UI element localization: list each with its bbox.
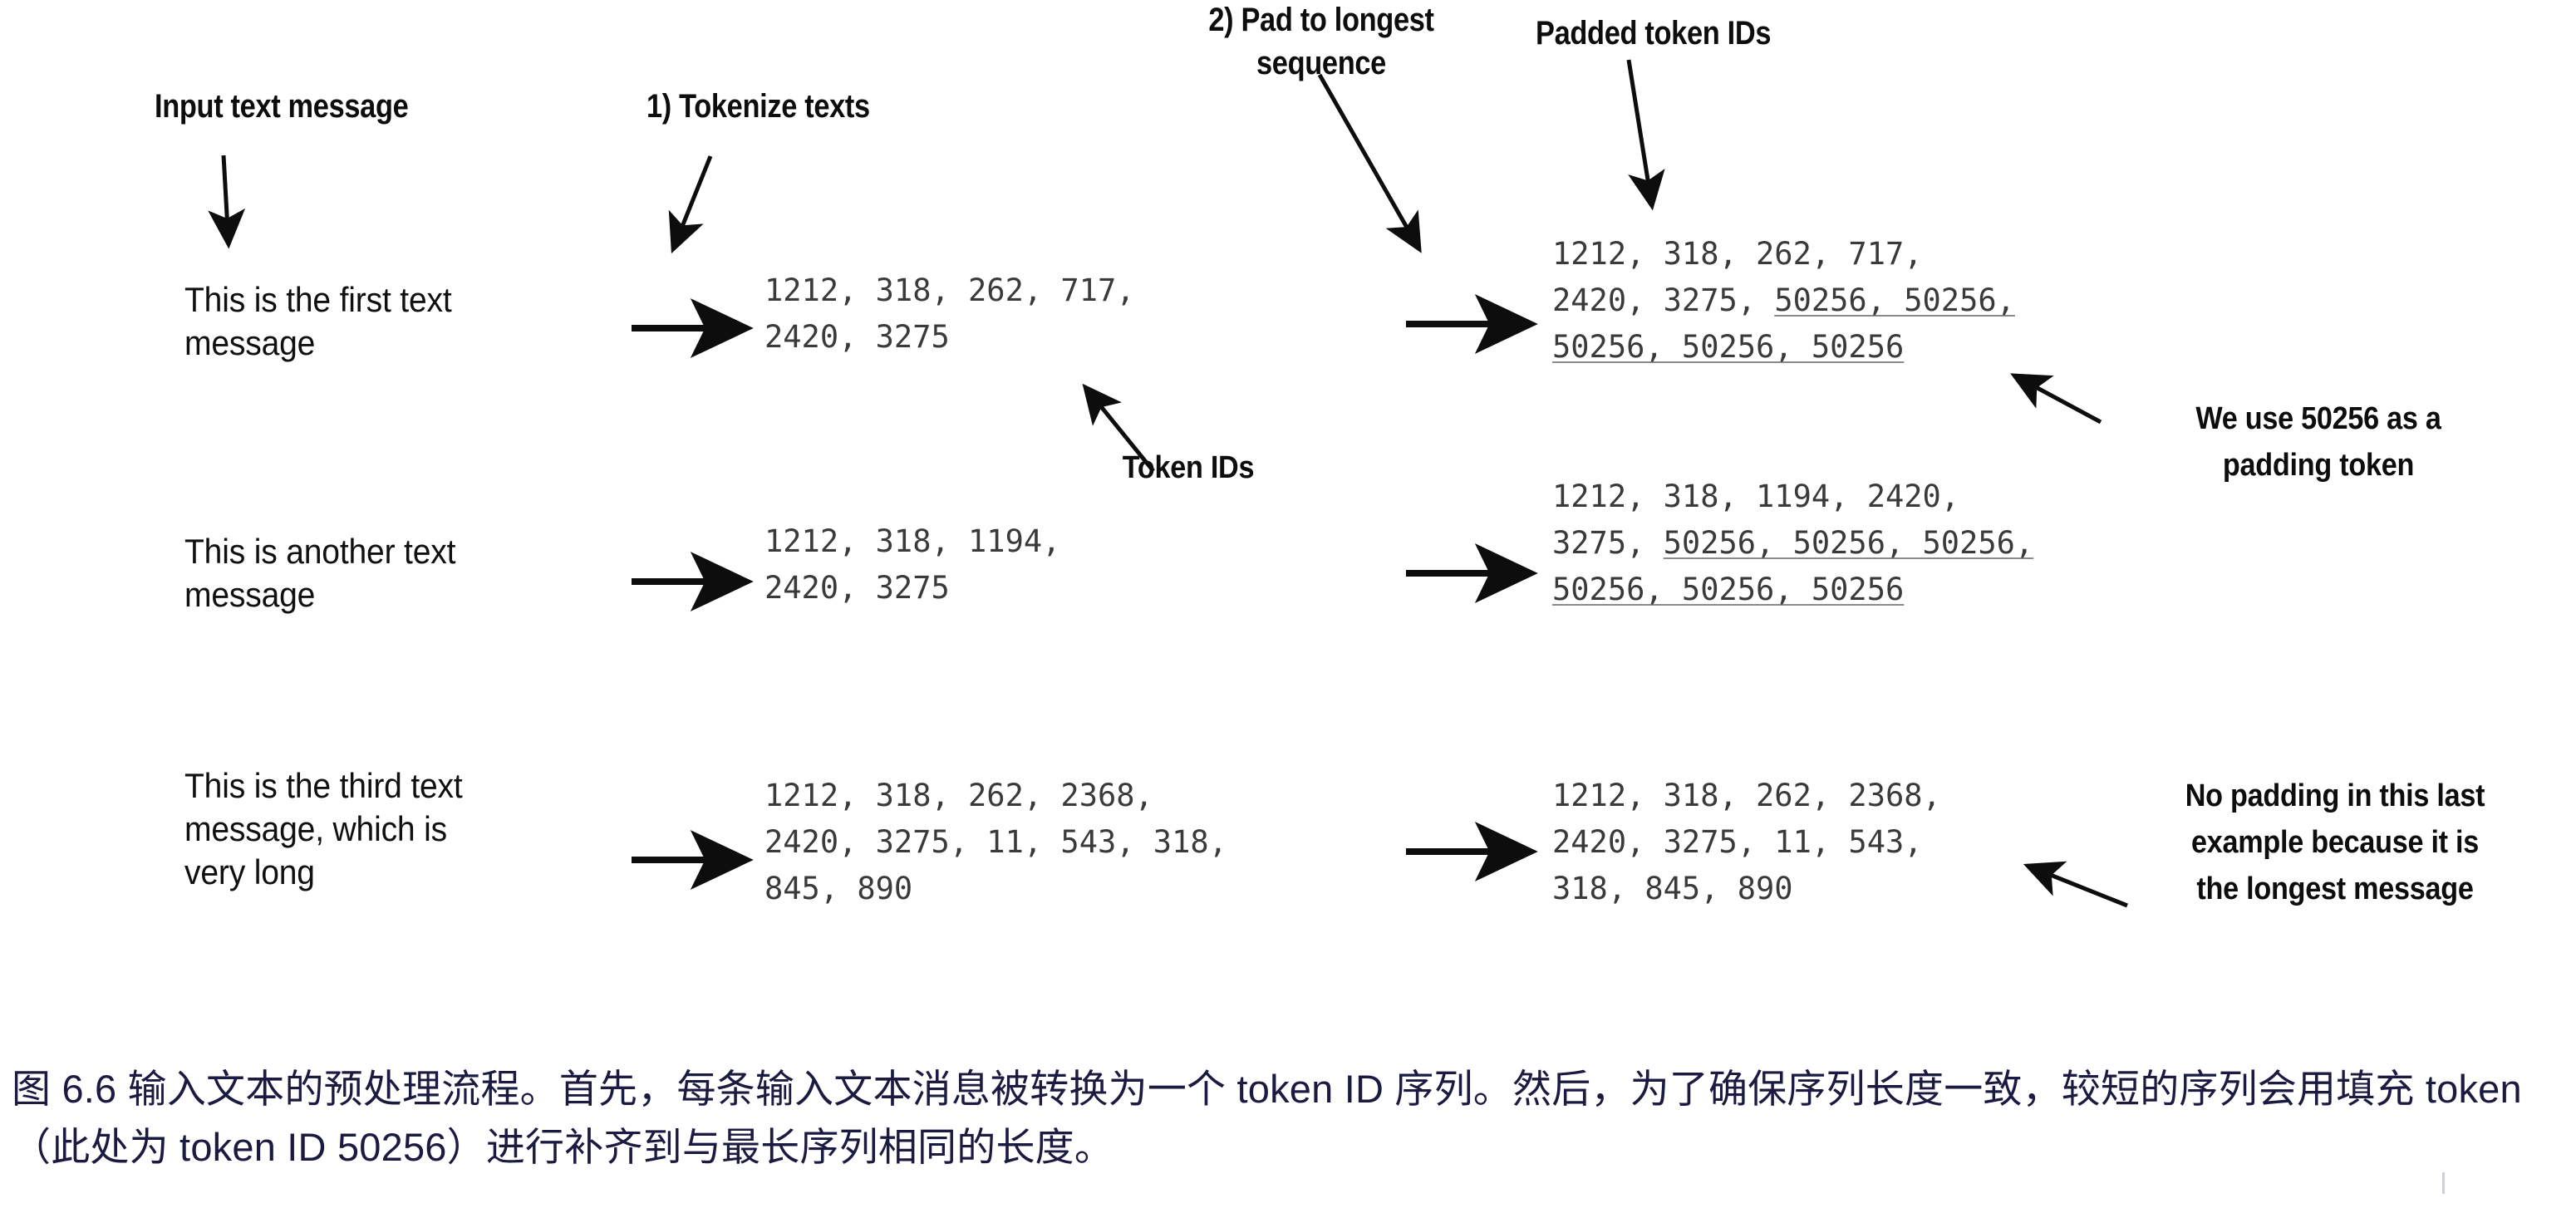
token-run: 1212, 318, 1194, 2420, bbox=[1552, 479, 1960, 514]
padded-token-ids-2-line-3: 50256, 50256, 50256 bbox=[1552, 567, 2033, 613]
token-run: 1212, 318, 262, 2368, bbox=[1552, 778, 1941, 813]
padded-token-ids-1-line-1: 1212, 318, 262, 717, bbox=[1552, 231, 2015, 277]
figure-caption: 图 6.6 输入文本的预处理流程。首先，每条输入文本消息被转换为一个 token… bbox=[12, 1067, 2522, 1169]
pointer-arrow-pad-to-longest-sequence bbox=[1317, 73, 1422, 253]
padded-token-ids-1: 1212, 318, 262, 717, 2420, 3275, 50256, 5… bbox=[1552, 231, 2015, 371]
token-ids-3-line-1: 1212, 318, 262, 2368, bbox=[764, 773, 1227, 819]
header-label-input-text-message: Input text message bbox=[155, 88, 409, 125]
padded-token-ids-1-line-2: 2420, 3275, 50256, 50256, bbox=[1552, 277, 2015, 324]
token-run: 2420, 3275, 11, 543, 318, bbox=[764, 824, 1227, 860]
pointer-arrow-padded-token-ids bbox=[1626, 59, 1665, 211]
padded-token-ids-3-line-1: 1212, 318, 262, 2368, bbox=[1552, 773, 1941, 819]
token-run: 3275, bbox=[1552, 525, 1664, 561]
token-run: 845, 890 bbox=[764, 871, 913, 906]
annotation-token-ids: Token IDs bbox=[1122, 450, 1255, 485]
padded-token-ids-2: 1212, 318, 1194, 2420, 3275, 50256, 50256… bbox=[1552, 474, 2033, 613]
token-ids-1-line-1: 1212, 318, 262, 717, bbox=[764, 268, 1135, 314]
padded-token-ids-3: 1212, 318, 262, 2368, 2420, 3275, 11, 543… bbox=[1552, 773, 1941, 912]
padded-token-ids-3-line-2: 2420, 3275, 11, 543, bbox=[1552, 819, 1941, 866]
token-run: 2420, 3275 bbox=[764, 319, 950, 355]
token-ids-1-line-2: 2420, 3275 bbox=[764, 314, 1135, 361]
token-ids-3: 1212, 318, 262, 2368, 2420, 3275, 11, 543… bbox=[764, 773, 1227, 912]
padding-token-run: 50256, 50256, 50256, bbox=[1663, 525, 2034, 561]
annotation-padding-token: We use 50256 as a padding token bbox=[2195, 401, 2441, 483]
padded-token-ids-1-line-3: 50256, 50256, 50256 bbox=[1552, 324, 2015, 371]
page-tick-mark bbox=[2442, 1172, 2445, 1194]
padding-token-run: 50256, 50256, 50256 bbox=[1552, 329, 1905, 365]
token-run: 2420, 3275 bbox=[764, 570, 950, 606]
padded-token-ids-2-line-1: 1212, 318, 1194, 2420, bbox=[1552, 474, 2033, 520]
header-label-padded-token-ids: Padded token IDs bbox=[1536, 15, 1772, 52]
input-message-2: This is another text message bbox=[184, 532, 456, 614]
token-run: 318, 845, 890 bbox=[1552, 871, 1793, 906]
token-ids-3-line-2: 2420, 3275, 11, 543, 318, bbox=[764, 819, 1227, 866]
token-ids-1: 1212, 318, 262, 717, 2420, 3275 bbox=[764, 268, 1135, 361]
token-run: 1212, 318, 262, 2368, bbox=[764, 778, 1153, 813]
annotation-arrow-padding-token bbox=[2010, 373, 2102, 425]
pointer-arrow-input-text-message bbox=[208, 155, 246, 249]
token-ids-3-line-3: 845, 890 bbox=[764, 866, 1227, 912]
token-ids-2: 1212, 318, 1194, 2420, 3275 bbox=[764, 518, 1060, 611]
pointer-arrow-tokenize-texts bbox=[668, 155, 713, 254]
annotation-arrow-no-padding bbox=[2023, 861, 2128, 908]
token-run: 1212, 318, 262, 717, bbox=[1552, 236, 1923, 272]
input-message-3: This is the third text message, which is… bbox=[184, 766, 463, 891]
token-run: 1212, 318, 262, 717, bbox=[764, 273, 1135, 308]
header-label-pad-to-longest-sequence: 2) Pad to longest sequence bbox=[1208, 2, 1434, 81]
token-run: 2420, 3275, 11, 543, bbox=[1552, 824, 1923, 860]
padded-token-ids-2-line-2: 3275, 50256, 50256, 50256, bbox=[1552, 520, 2033, 567]
token-ids-2-line-2: 2420, 3275 bbox=[764, 565, 1060, 611]
token-ids-2-line-1: 1212, 318, 1194, bbox=[764, 518, 1060, 565]
header-label-tokenize-texts: 1) Tokenize texts bbox=[646, 88, 870, 125]
padded-token-ids-3-line-3: 318, 845, 890 bbox=[1552, 866, 1941, 912]
token-run: 2420, 3275, bbox=[1552, 282, 1775, 318]
input-message-1: This is the first text message bbox=[184, 280, 452, 362]
token-run: 1212, 318, 1194, bbox=[764, 523, 1061, 559]
annotation-no-padding: No padding in this last example because … bbox=[2185, 778, 2485, 906]
padding-token-run: 50256, 50256, bbox=[1774, 282, 2015, 318]
padding-token-run: 50256, 50256, 50256 bbox=[1552, 572, 1905, 607]
